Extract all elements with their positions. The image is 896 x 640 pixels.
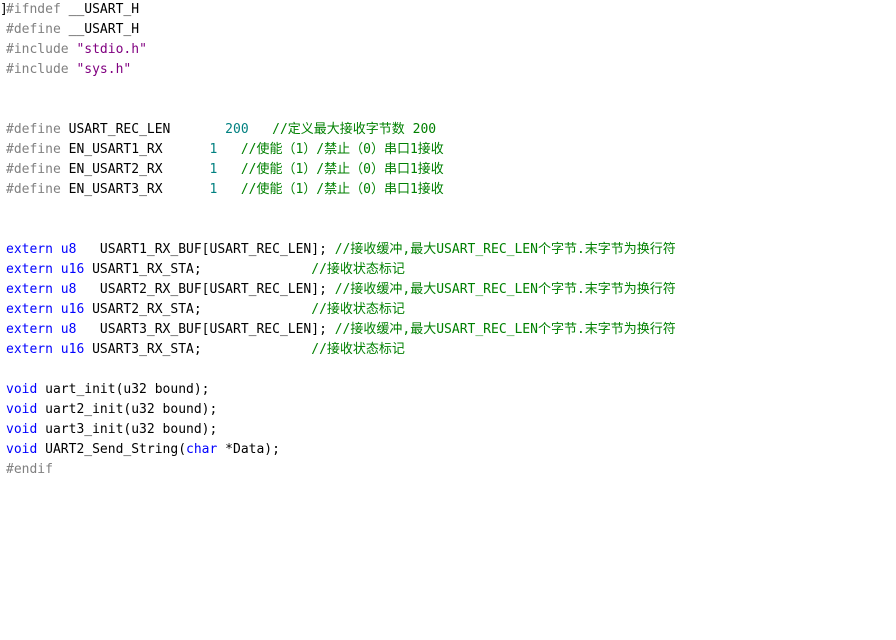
type-keyword: u16 xyxy=(52,302,85,317)
identifier: *Data); xyxy=(217,442,280,457)
type-keyword: u32 xyxy=(131,422,155,437)
code-line: #define USART_REC_LEN 200 //定义最大接收字节数 20… xyxy=(6,120,436,140)
identifier: __USART_H xyxy=(60,2,140,17)
preprocessor-directive: #include xyxy=(6,62,69,77)
comment: //接收缓冲,最大USART_REC_LEN个字节.末字节为换行符 xyxy=(334,242,676,257)
keyword: extern xyxy=(6,342,53,357)
code-line: #define EN_USART2_RX 1 //使能（1）/禁止（0）串口1接… xyxy=(6,160,444,180)
preprocessor-directive: #define xyxy=(6,22,61,37)
identifier: USART2_RX_STA; xyxy=(84,302,312,317)
code-line: void uart3_init(u32 bound); xyxy=(6,420,217,440)
code-line: void uart_init(u32 bound); xyxy=(6,380,210,400)
comment: //接收缓冲,最大USART_REC_LEN个字节.末字节为换行符 xyxy=(334,322,676,337)
fold-marker-icon[interactable]: ] xyxy=(0,2,8,17)
number-literal: 1 xyxy=(209,142,218,157)
identifier: EN_USART2_RX xyxy=(60,162,210,177)
code-editor[interactable]: ] #ifndef __USART_H #define __USART_H #i… xyxy=(0,0,896,482)
code-line: extern u8 USART1_RX_BUF[USART_REC_LEN]; … xyxy=(6,240,676,260)
code-line: extern u8 USART2_RX_BUF[USART_REC_LEN]; … xyxy=(6,280,676,300)
code-line: void UART2_Send_String(char *Data); xyxy=(6,440,280,460)
type-keyword: u16 xyxy=(52,262,85,277)
identifier: USART3_RX_BUF[USART_REC_LEN]; xyxy=(84,322,335,337)
comment: //接收状态标记 xyxy=(311,302,405,317)
keyword: extern xyxy=(6,282,53,297)
identifier: USART3_RX_STA; xyxy=(84,342,312,357)
type-keyword: u8 xyxy=(52,242,85,257)
preprocessor-directive: #ifndef xyxy=(6,2,61,17)
keyword: extern xyxy=(6,262,53,277)
type-keyword: u32 xyxy=(131,402,155,417)
identifier: __USART_H xyxy=(60,22,140,37)
keyword: extern xyxy=(6,302,53,317)
preprocessor-directive: #include xyxy=(6,42,69,57)
identifier: UART2_Send_String( xyxy=(37,442,187,457)
preprocessor-directive: #define xyxy=(6,122,61,137)
type-keyword: u32 xyxy=(123,382,147,397)
keyword: extern xyxy=(6,242,53,257)
identifier: bound); xyxy=(154,402,218,417)
comment: //接收状态标记 xyxy=(311,262,405,277)
identifier: USART1_RX_BUF[USART_REC_LEN]; xyxy=(84,242,335,257)
identifier: bound); xyxy=(154,422,218,437)
comment: //接收状态标记 xyxy=(311,342,405,357)
identifier: bound); xyxy=(146,382,210,397)
number-literal: 200 xyxy=(225,122,249,137)
code-line: #endif xyxy=(6,460,53,480)
code-line: #define EN_USART1_RX 1 //使能（1）/禁止（0）串口1接… xyxy=(6,140,444,160)
number-literal: 1 xyxy=(209,182,218,197)
identifier: USART2_RX_BUF[USART_REC_LEN]; xyxy=(84,282,335,297)
comment: //使能（1）/禁止（0）串口1接收 xyxy=(217,182,444,197)
number-literal: 1 xyxy=(209,162,218,177)
type-keyword: u16 xyxy=(52,342,85,357)
identifier: uart3_init( xyxy=(37,422,132,437)
keyword: void xyxy=(6,402,38,417)
preprocessor-directive: #define xyxy=(6,162,61,177)
identifier: EN_USART3_RX xyxy=(60,182,210,197)
comment: //接收缓冲,最大USART_REC_LEN个字节.末字节为换行符 xyxy=(334,282,676,297)
comment: //定义最大接收字节数 200 xyxy=(248,122,437,137)
identifier: USART_REC_LEN xyxy=(60,122,226,137)
code-line: extern u16 USART2_RX_STA; //接收状态标记 xyxy=(6,300,405,320)
identifier: USART1_RX_STA; xyxy=(84,262,312,277)
code-line: extern u16 USART3_RX_STA; //接收状态标记 xyxy=(6,340,405,360)
code-line: #include "stdio.h" xyxy=(6,40,147,60)
keyword: extern xyxy=(6,322,53,337)
code-line: #define __USART_H xyxy=(6,20,139,40)
keyword: void xyxy=(6,382,38,397)
preprocessor-directive: #endif xyxy=(6,462,53,477)
code-line: #include "sys.h" xyxy=(6,60,131,80)
code-line: extern u16 USART1_RX_STA; //接收状态标记 xyxy=(6,260,405,280)
type-keyword: u8 xyxy=(52,282,85,297)
preprocessor-directive: #define xyxy=(6,182,61,197)
identifier: uart_init( xyxy=(37,382,124,397)
type-keyword: u8 xyxy=(52,322,85,337)
string-literal: "sys.h" xyxy=(68,62,132,77)
identifier: uart2_init( xyxy=(37,402,132,417)
type-keyword: char xyxy=(186,442,218,457)
identifier: EN_USART1_RX xyxy=(60,142,210,157)
comment: //使能（1）/禁止（0）串口1接收 xyxy=(217,142,444,157)
keyword: void xyxy=(6,422,38,437)
code-line: #define EN_USART3_RX 1 //使能（1）/禁止（0）串口1接… xyxy=(6,180,444,200)
keyword: void xyxy=(6,442,38,457)
code-line: void uart2_init(u32 bound); xyxy=(6,400,217,420)
code-line: #ifndef __USART_H xyxy=(6,0,139,20)
comment: //使能（1）/禁止（0）串口1接收 xyxy=(217,162,444,177)
string-literal: "stdio.h" xyxy=(68,42,147,57)
preprocessor-directive: #define xyxy=(6,142,61,157)
code-line: extern u8 USART3_RX_BUF[USART_REC_LEN]; … xyxy=(6,320,676,340)
